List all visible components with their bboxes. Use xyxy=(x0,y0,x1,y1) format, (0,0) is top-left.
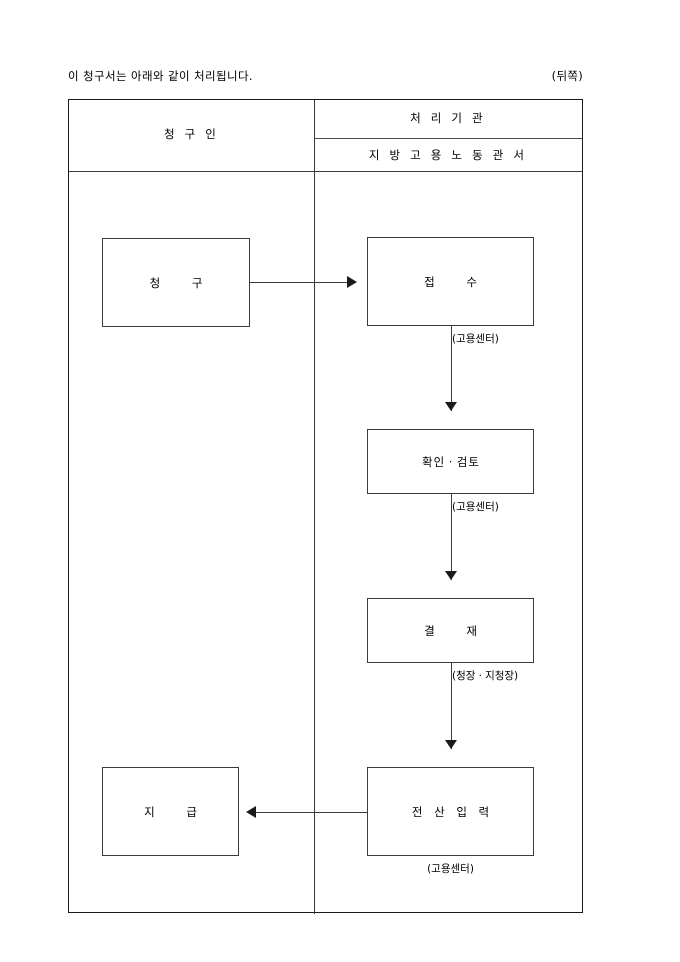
flow-node-review-caption: (고용센터) xyxy=(452,501,499,513)
column-header-agency: 처 리 기 관 xyxy=(410,111,486,125)
flow-node-payment: 지 급 xyxy=(102,767,239,856)
flow-node-receipt-label: 접 수 xyxy=(424,274,491,289)
flow-node-receipt-caption: (고용센터) xyxy=(452,333,499,345)
flow-node-data-entry-caption: (고용센터) xyxy=(427,863,474,875)
arrow-left-icon xyxy=(246,806,256,818)
flow-node-receipt: 접 수 xyxy=(367,237,534,326)
arrow-right-icon xyxy=(347,276,357,288)
header-bottom-rule xyxy=(69,171,582,172)
flow-node-approval-caption: (청장ㆍ지청장) xyxy=(452,670,519,682)
process-flow-table: 청 구 인 처 리 기 관 지 방 고 용 노 동 관 서 청 구 접 수 확인… xyxy=(68,99,583,914)
connector-receipt-to-review xyxy=(451,326,452,411)
flow-node-approval-label: 결 재 xyxy=(424,623,491,638)
flow-node-data-entry: 전 산 입 력 xyxy=(367,767,534,856)
arrow-down-icon xyxy=(445,740,457,749)
connector-review-to-approval xyxy=(451,494,452,580)
flow-node-claim-label: 청 구 xyxy=(149,275,217,290)
flow-node-approval: 결 재 xyxy=(367,598,534,663)
flow-node-payment-label: 지 급 xyxy=(144,804,211,819)
arrow-down-icon xyxy=(445,571,457,580)
page-side-marker: (뒤쪽) xyxy=(551,69,583,83)
arrow-down-icon xyxy=(445,402,457,411)
header-middle-rule xyxy=(314,138,582,139)
flow-node-review-label: 확인ㆍ검토 xyxy=(422,454,480,469)
connector-data-entry-to-payment xyxy=(256,812,367,813)
flow-node-claim: 청 구 xyxy=(102,238,250,327)
flow-node-review: 확인ㆍ검토 xyxy=(367,429,534,494)
column-header-claimant: 청 구 인 xyxy=(163,127,220,141)
connector-claim-to-receipt xyxy=(250,282,347,283)
top-note: 이 청구서는 아래와 같이 처리됩니다. xyxy=(68,69,253,83)
column-subheader-local-office: 지 방 고 용 노 동 관 서 xyxy=(368,148,528,162)
flow-node-data-entry-label: 전 산 입 력 xyxy=(411,804,494,819)
column-divider xyxy=(314,100,315,914)
connector-approval-to-data-entry xyxy=(451,663,452,749)
